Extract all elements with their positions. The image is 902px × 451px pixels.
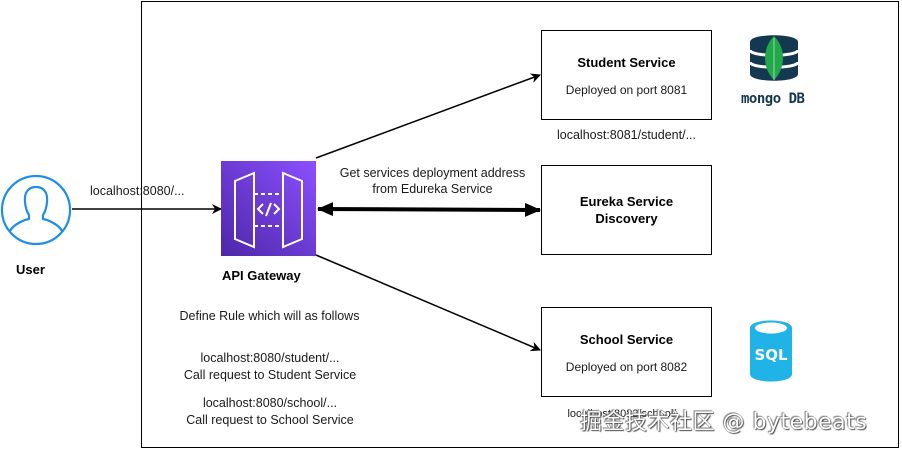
student-service-box[interactable]: Student Service Deployed on port 8081 [541, 30, 712, 120]
school-service-url: localhost:8082/school/... [567, 408, 686, 420]
rule-student-path: localhost:8080/student/... [200, 351, 340, 365]
gateway-to-student-arrow [315, 73, 541, 159]
gateway-to-school-arrow [315, 254, 541, 352]
eureka-service-title-line2: Discovery [595, 211, 658, 226]
sql-label: SQL [754, 346, 788, 364]
school-service-port: Deployed on port 8082 [565, 359, 688, 374]
mongodb-icon [748, 35, 800, 81]
gateway-eureka-bidirectional-arrow [317, 202, 541, 217]
api-gateway-label: API Gateway [222, 268, 301, 283]
sql-database-icon: SQL [750, 320, 792, 382]
student-service-port: Deployed on port 8081 [565, 82, 688, 97]
eureka-service-box[interactable]: Eureka Service Discovery [541, 165, 712, 255]
api-gateway-icon[interactable] [221, 161, 316, 256]
school-service-title: School Service [579, 331, 674, 347]
eureka-link-label-line2: from Edureka Service [372, 182, 493, 196]
school-service-box[interactable]: School Service Deployed on port 8082 [541, 307, 712, 397]
rule-school-path: localhost:8080/school/... [202, 396, 338, 410]
student-service-url: localhost:8081/student/... [557, 128, 696, 142]
rule-student-desc: Call request to Student Service [183, 368, 357, 382]
rule-school-desc: Call request to School Service [186, 413, 354, 427]
user-request-label: localhost:8080/... [90, 184, 185, 198]
diagram-frame [141, 1, 899, 448]
user-label: User [16, 262, 45, 277]
mongodb-label: mongo DB [741, 91, 805, 107]
eureka-link-label-line1: Get services deployment address [339, 166, 526, 180]
eureka-link-label: Get services deployment address from Edu… [330, 165, 535, 197]
student-service-title: Student Service [577, 54, 676, 70]
rules-intro: Define Rule which will as follows [179, 309, 360, 323]
watermark: 掘金技术社区 @ bytebeats [580, 410, 868, 435]
user-icon [0, 175, 72, 246]
eureka-service-title-line1: Eureka Service [579, 194, 674, 209]
